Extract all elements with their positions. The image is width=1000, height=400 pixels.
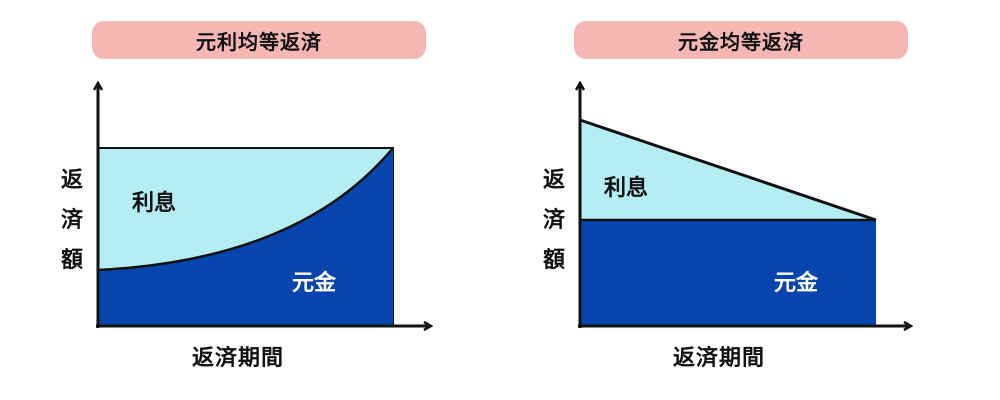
left-y-label-2: 済 [61,208,84,233]
right-interest-label: 利息 [604,175,648,201]
left-y-label-3: 額 [61,248,84,273]
right-chart: 利息 元金 [578,86,908,328]
left-principal-label: 元金 [292,270,337,296]
right-y-label-1: 返 [543,168,566,193]
left-title: 元利均等返済 [92,21,426,59]
right-x-label: 返済期間 [673,346,766,371]
left-x-label: 返済期間 [192,346,285,371]
left-interest-label: 利息 [132,190,176,216]
left-chart: 利息 元金 [96,86,428,328]
left-y-label-1: 返 [61,168,84,193]
left-principal-area [98,148,393,326]
right-boundary-line [579,118,877,222]
right-principal-label: 元金 [774,270,819,296]
right-principal-area [580,220,876,326]
right-y-label-3: 額 [543,248,566,273]
right-y-label-2: 済 [543,208,566,233]
left-boundary-curve [97,147,394,272]
right-title: 元金均等返済 [574,21,908,59]
